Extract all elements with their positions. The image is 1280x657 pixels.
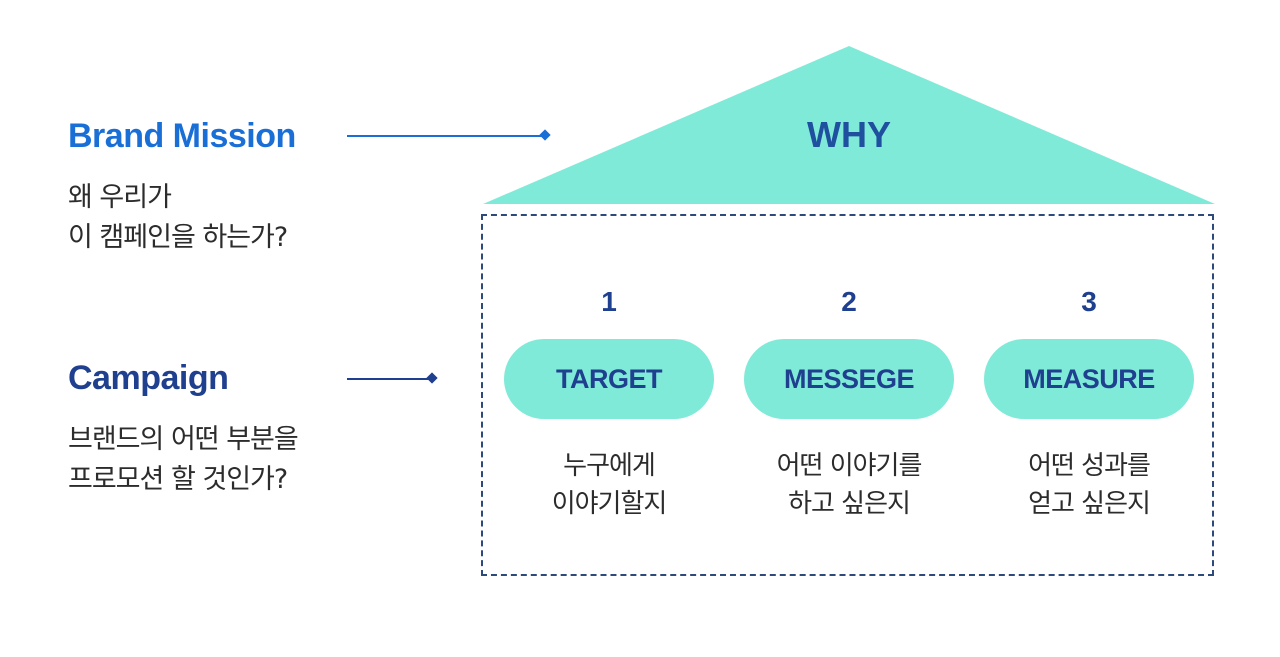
campaign-box: [481, 214, 1214, 576]
why-roof: [483, 46, 1215, 204]
brand-mission-line-1: 왜 우리가: [68, 182, 172, 213]
brand-mission-connector: [347, 129, 551, 141]
brand-mission-title: Brand Mission: [68, 117, 296, 155]
column-number: 2: [841, 286, 857, 317]
brand-mission-description: 왜 우리가 이 캠페인을 하는가?: [68, 178, 288, 258]
column-number: 1: [601, 286, 617, 317]
measure-pill: MEASURE: [984, 339, 1194, 419]
connector-diamond-icon: [426, 372, 438, 384]
column-caption: 어떤 성과를 얻고 싶은지: [984, 447, 1194, 523]
roof-triangle: [483, 46, 1215, 204]
message-pill: MESSEGE: [744, 339, 954, 419]
brand-mission-line-2: 이 캠페인을 하는가?: [68, 222, 288, 253]
campaign-description: 브랜드의 어떤 부분을 프로모션 할 것인가?: [68, 420, 299, 500]
why-label: WHY: [807, 114, 891, 155]
column-target: 1 TARGET 누구에게 이야기할지: [504, 284, 714, 523]
column-message: 2 MESSEGE 어떤 이야기를 하고 싶은지: [744, 284, 954, 523]
campaign-line-1: 브랜드의 어떤 부분을: [68, 424, 299, 455]
caption-line-2: 하고 싶은지: [788, 489, 911, 519]
caption-line-1: 어떤 이야기를: [776, 451, 923, 481]
campaign-title: Campaign: [68, 359, 229, 397]
caption-line-2: 얻고 싶은지: [1028, 489, 1151, 519]
campaign-connector: [347, 372, 438, 384]
caption-line-1: 어떤 성과를: [1028, 451, 1151, 481]
column-caption: 어떤 이야기를 하고 싶은지: [744, 447, 954, 523]
column-caption: 누구에게 이야기할지: [504, 447, 714, 523]
target-pill: TARGET: [504, 339, 714, 419]
column-measure: 3 MEASURE 어떤 성과를 얻고 싶은지: [984, 284, 1194, 523]
connector-line: [347, 378, 430, 380]
column-number: 3: [1081, 286, 1097, 317]
caption-line-2: 이야기할지: [551, 489, 668, 519]
caption-line-1: 누구에게: [563, 451, 656, 481]
connector-line: [347, 135, 543, 137]
campaign-line-2: 프로모션 할 것인가?: [68, 464, 288, 495]
